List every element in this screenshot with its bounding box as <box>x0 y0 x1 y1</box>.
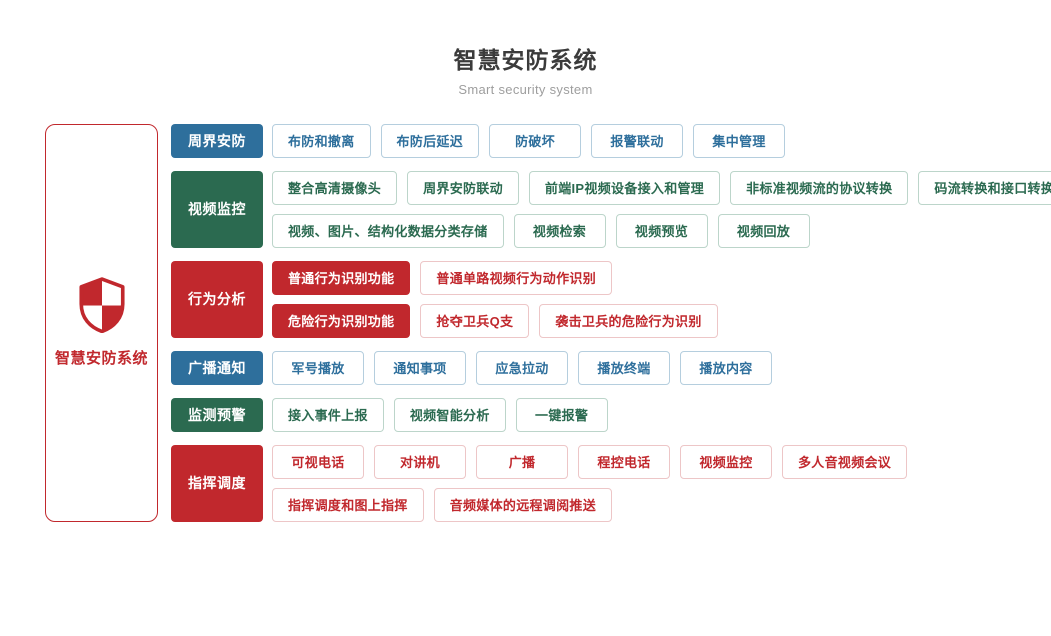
feature-item[interactable]: 视频回放 <box>717 213 810 248</box>
feature-item[interactable]: 可视电话 <box>272 444 364 479</box>
category-label[interactable]: 行为分析 <box>171 260 263 338</box>
feature-item[interactable]: 视频检索 <box>513 213 606 248</box>
category-rows: 周界安防布防和撤离布防后延迟防破坏报警联动集中管理视频监控整合高清摄像头周界安防… <box>171 123 1051 522</box>
feature-item[interactable]: 广播 <box>476 444 568 479</box>
feature-item[interactable]: 多人音视频会议 <box>782 444 908 479</box>
feature-item[interactable]: 视频监控 <box>680 444 772 479</box>
page-title: 智慧安防系统 <box>453 47 598 73</box>
feature-item[interactable]: 指挥调度和图上指挥 <box>272 487 424 522</box>
feature-line: 指挥调度和图上指挥音频媒体的远程调阅推送 <box>272 487 907 522</box>
feature-item[interactable]: 码流转换和接口转换 <box>918 170 1051 205</box>
feature-item[interactable]: 普通行为识别功能 <box>272 260 411 295</box>
feature-item[interactable]: 通知事项 <box>374 350 466 385</box>
category-label[interactable]: 周界安防 <box>171 123 263 158</box>
feature-line: 接入事件上报视频智能分析一键报警 <box>272 397 608 432</box>
feature-item[interactable]: 程控电话 <box>578 444 670 479</box>
feature-item[interactable]: 播放内容 <box>680 350 772 385</box>
category-label[interactable]: 指挥调度 <box>171 444 263 522</box>
feature-line: 军号播放通知事项应急拉动播放终端播放内容 <box>272 350 772 385</box>
category-row: 广播通知军号播放通知事项应急拉动播放终端播放内容 <box>171 350 1051 385</box>
feature-item[interactable]: 抢夺卫兵Q支 <box>420 303 530 338</box>
category-label[interactable]: 监测预警 <box>171 397 263 432</box>
root-label: 智慧安防系统 <box>54 350 148 368</box>
feature-item[interactable]: 视频预览 <box>615 213 708 248</box>
diagram-content: 智慧安防系统 周界安防布防和撤离布防后延迟防破坏报警联动集中管理视频监控整合高清… <box>0 123 1051 522</box>
category-label[interactable]: 视频监控 <box>171 170 263 248</box>
root-node: 智慧安防系统 <box>45 123 158 522</box>
page-header: 智慧安防系统 Smart security system <box>0 0 1051 97</box>
feature-item[interactable]: 播放终端 <box>578 350 670 385</box>
category-label[interactable]: 广播通知 <box>171 350 263 385</box>
category-row: 视频监控整合高清摄像头周界安防联动前端IP视频设备接入和管理非标准视频流的协议转… <box>171 170 1051 248</box>
feature-item[interactable]: 军号播放 <box>272 350 364 385</box>
category-row: 周界安防布防和撤离布防后延迟防破坏报警联动集中管理 <box>171 123 1051 158</box>
feature-line: 布防和撤离布防后延迟防破坏报警联动集中管理 <box>272 123 786 158</box>
feature-item[interactable]: 袭击卫兵的危险行为识别 <box>539 303 718 338</box>
feature-item[interactable]: 报警联动 <box>591 123 684 158</box>
feature-item[interactable]: 集中管理 <box>693 123 786 158</box>
feature-item[interactable]: 普通单路视频行为动作识别 <box>420 260 613 295</box>
feature-item[interactable]: 接入事件上报 <box>272 397 384 432</box>
feature-item[interactable]: 视频、图片、结构化数据分类存储 <box>272 213 504 248</box>
feature-item[interactable]: 视频智能分析 <box>393 397 506 432</box>
feature-item[interactable]: 整合高清摄像头 <box>272 170 398 205</box>
feature-item[interactable]: 非标准视频流的协议转换 <box>730 170 909 205</box>
feature-item[interactable]: 应急拉动 <box>476 350 568 385</box>
feature-line: 视频、图片、结构化数据分类存储视频检索视频预览视频回放 <box>272 213 1051 248</box>
feature-item[interactable]: 布防后延迟 <box>380 123 480 158</box>
feature-item[interactable]: 音频媒体的远程调阅推送 <box>433 487 613 522</box>
shield-checker-icon <box>76 277 128 334</box>
feature-line: 整合高清摄像头周界安防联动前端IP视频设备接入和管理非标准视频流的协议转换码流转… <box>272 170 1051 205</box>
feature-item[interactable]: 危险行为识别功能 <box>272 303 411 338</box>
feature-item[interactable]: 周界安防联动 <box>407 170 519 205</box>
feature-item[interactable]: 一键报警 <box>515 397 608 432</box>
feature-item[interactable]: 前端IP视频设备接入和管理 <box>528 170 721 205</box>
feature-line: 可视电话对讲机广播程控电话视频监控多人音视频会议 <box>272 444 908 479</box>
category-row: 行为分析普通行为识别功能普通单路视频行为动作识别危险行为识别功能抢夺卫兵Q支袭击… <box>171 260 1051 338</box>
category-row: 监测预警接入事件上报视频智能分析一键报警 <box>171 397 1051 432</box>
feature-line: 普通行为识别功能普通单路视频行为动作识别 <box>272 260 718 295</box>
feature-line: 危险行为识别功能抢夺卫兵Q支袭击卫兵的危险行为识别 <box>272 303 718 338</box>
category-row: 指挥调度可视电话对讲机广播程控电话视频监控多人音视频会议指挥调度和图上指挥音频媒… <box>171 444 1051 522</box>
feature-item[interactable]: 防破坏 <box>489 123 582 158</box>
page-subtitle: Smart security system <box>458 81 593 97</box>
feature-item[interactable]: 布防和撤离 <box>272 123 371 158</box>
feature-item[interactable]: 对讲机 <box>374 444 466 479</box>
